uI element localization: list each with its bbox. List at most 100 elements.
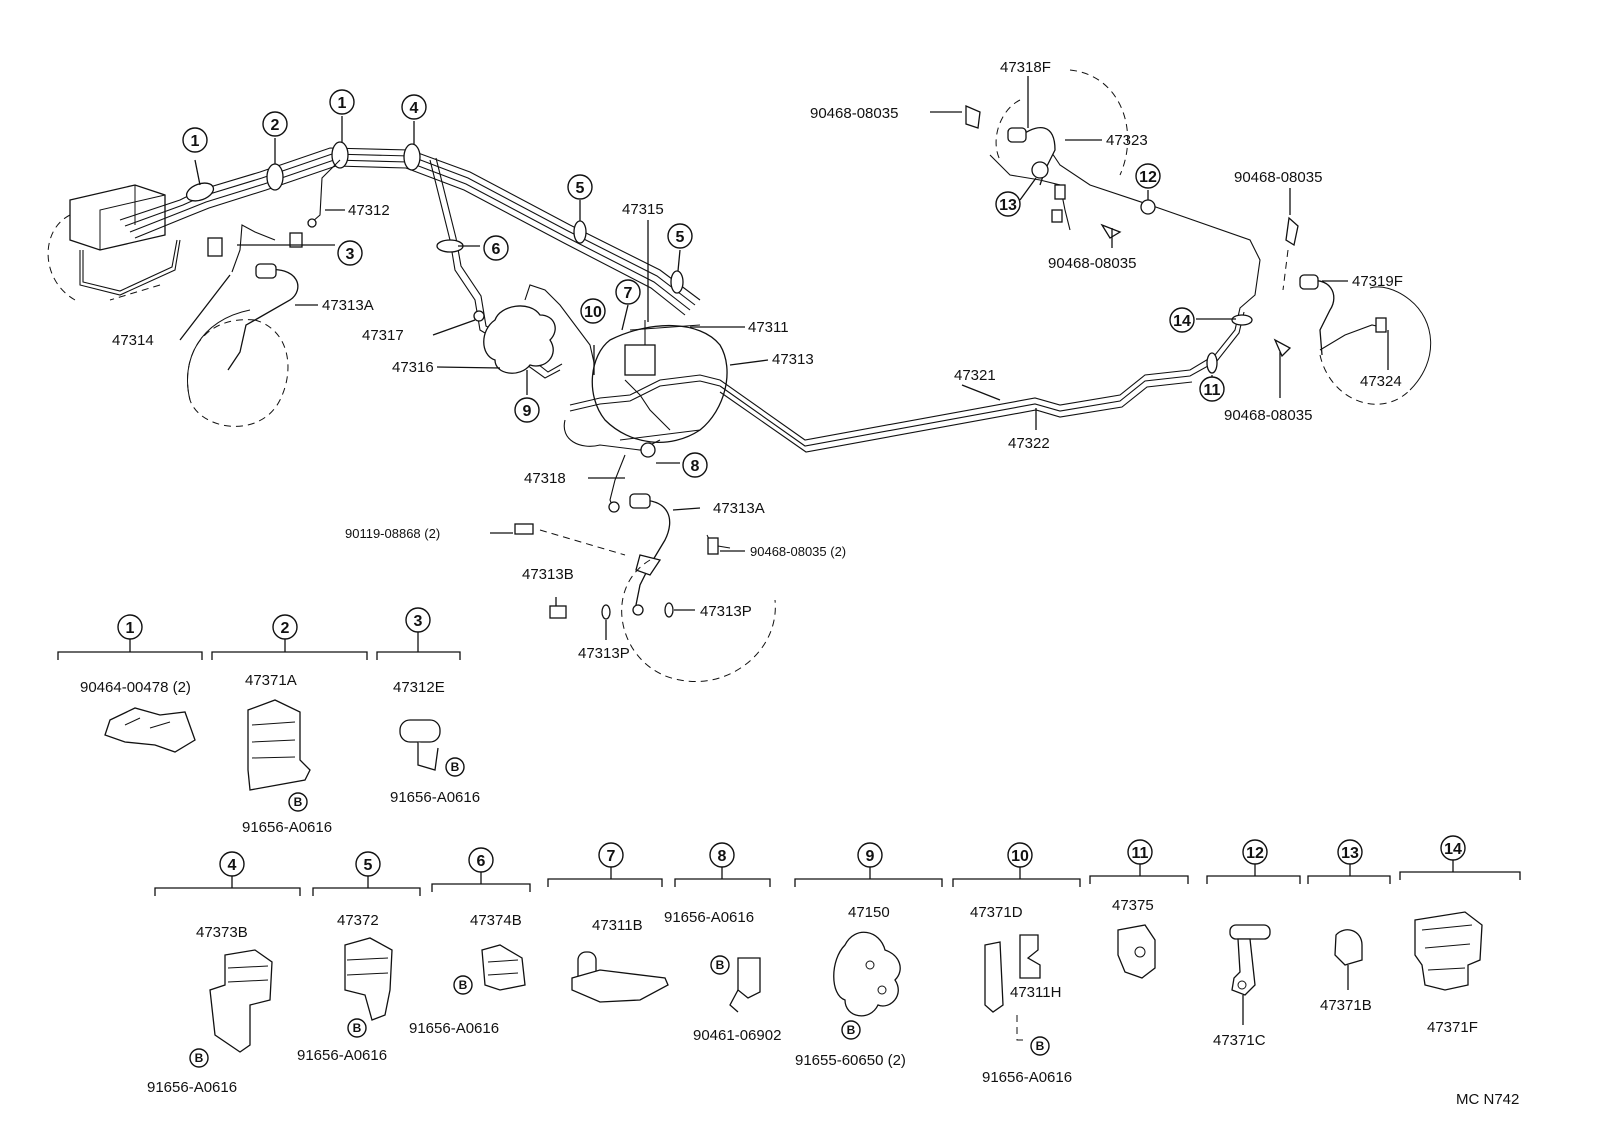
callout-4 [401, 94, 427, 120]
callout-12 [1135, 163, 1161, 189]
detail-5-clamp [344, 937, 393, 1021]
detail-group-11: 11 47375 [1089, 839, 1189, 979]
hose-47313A-rear [634, 499, 671, 611]
clip-90468-b [1100, 223, 1122, 239]
bolt-47313B [549, 605, 567, 619]
label-47314: 47314 [112, 332, 154, 349]
detail-10-part-0: 47371D [970, 904, 1023, 921]
clamp-14 [1231, 314, 1253, 326]
detail-4-lines [227, 965, 269, 983]
detail-9-bolt [841, 1020, 861, 1040]
tube-to-valve [524, 284, 599, 381]
detail-1-bracket [57, 651, 203, 660]
callout-5-b-num: 5 [676, 229, 685, 246]
detail-10-spring [1019, 934, 1041, 979]
detail-8-num: 8 [718, 848, 727, 865]
detail-12-sleeve [1229, 924, 1271, 940]
callout-13-num: 13 [999, 197, 1017, 214]
rear-right-drum-dash-b [1319, 354, 1411, 405]
callout-1-a [182, 127, 208, 153]
detail-2-part-1: 91656-A0616 [242, 819, 332, 836]
cross-tube-b [569, 380, 721, 412]
detail-1-part-0: 90464-00478 (2) [80, 679, 191, 696]
hose-47318F-fitting [1007, 127, 1027, 143]
detail-2-part-0: 47371A [245, 672, 297, 689]
detail-3-bracket [376, 651, 461, 660]
detail-11-clip [1117, 924, 1156, 979]
leader-lines [179, 76, 1389, 640]
detail-3-tab [417, 742, 439, 771]
callout-7 [615, 279, 641, 305]
detail-9-part-1: 91655-60650 (2) [795, 1052, 906, 1069]
washer-47313P-a [601, 604, 611, 620]
fitting-47317 [473, 310, 485, 322]
clamp-1a [185, 182, 215, 202]
actuator-edges [69, 185, 166, 250]
detail-5-part-0: 47372 [337, 912, 379, 929]
detail-group-2: 2 47371A B 91656-A0616 [211, 614, 368, 836]
detail-group-3: 3 47312E B 91656-A0616 [376, 607, 480, 806]
callout-12-num: 12 [1139, 169, 1157, 186]
label-90468-08035-c: 90468-08035 [1234, 169, 1322, 186]
brake-booster [591, 324, 728, 443]
leader-47316 [436, 366, 501, 369]
detail-4-bolt [189, 1048, 209, 1068]
leader-47321 [961, 384, 1001, 401]
detail-7-part-0: 47311B [592, 917, 643, 934]
detail-3-num: 3 [414, 613, 423, 630]
fitting-47318 [608, 501, 620, 513]
front-left-rotor [187, 309, 251, 401]
front-left-tube [79, 239, 181, 296]
detail-12-arm [1231, 938, 1256, 996]
detail-11-part-0: 47375 [1112, 897, 1154, 914]
callout-5-b [667, 223, 693, 249]
detail-group-6: 6 47374B B 91656-A0616 [409, 847, 531, 1037]
label-90468-08035-b: 90468-08035 [1048, 255, 1136, 272]
callout-11-num: 11 [1204, 382, 1221, 399]
clamp-4 [403, 143, 421, 171]
callout-1-b [329, 89, 355, 115]
fitting-47312 [307, 218, 317, 228]
center-assembly [429, 157, 776, 682]
callout-14-num: 14 [1173, 313, 1191, 330]
rear-right-drum-dash [995, 69, 1129, 176]
hose-47319F-fitting [1299, 274, 1319, 290]
clamp-13 [1031, 161, 1049, 179]
bolt-90119 [514, 523, 534, 535]
detail-14-lines [1421, 924, 1473, 971]
detail-4-part-0: 47373B [196, 924, 248, 941]
detail-5-bracket [312, 887, 421, 896]
detail-12-part-0: 47371C [1213, 1032, 1266, 1049]
label-47317: 47317 [362, 327, 404, 344]
detail-6-part-0: 47374B [470, 912, 522, 929]
fitting-47324 [1375, 317, 1387, 333]
callout-6 [483, 235, 509, 261]
detail-5-part-1: 91656-A0616 [297, 1047, 387, 1064]
callout-9-num: 9 [523, 403, 532, 420]
detail-13-grommet [1334, 929, 1363, 966]
fitting-47323 [1054, 184, 1066, 200]
label-47316: 47316 [392, 359, 434, 376]
clip-90468-c [1285, 216, 1299, 247]
callout-3 [337, 240, 363, 266]
detail-14-num: 14 [1444, 841, 1462, 858]
detail-6-lines [487, 959, 519, 976]
tube-47314 [231, 224, 276, 273]
callouts-main: 1 2 1 4 3 5 6 5 7 10 9 8 12 13 14 11 [182, 89, 1225, 478]
leader-47317 [432, 319, 476, 336]
cross-tube [569, 374, 721, 406]
label-47319F: 47319F [1352, 273, 1403, 290]
detail-group-12: 12 47371C [1206, 839, 1301, 1049]
leader-callout-5b [677, 249, 681, 272]
detail-13-num: 13 [1341, 845, 1359, 862]
detail-group-9: 9 47150 B 91655-60650 (2) [794, 842, 943, 1069]
callout-2-num: 2 [271, 117, 280, 134]
label-47313B: 47313B [522, 566, 574, 583]
detail-9-part-0: 47150 [848, 904, 890, 921]
proportioning-valve [483, 305, 556, 374]
detail-6-part-1: 91656-A0616 [409, 1020, 499, 1037]
tube-47318 [609, 454, 626, 506]
detail-9-port-a [865, 960, 875, 970]
detail-8-clip [737, 957, 761, 999]
